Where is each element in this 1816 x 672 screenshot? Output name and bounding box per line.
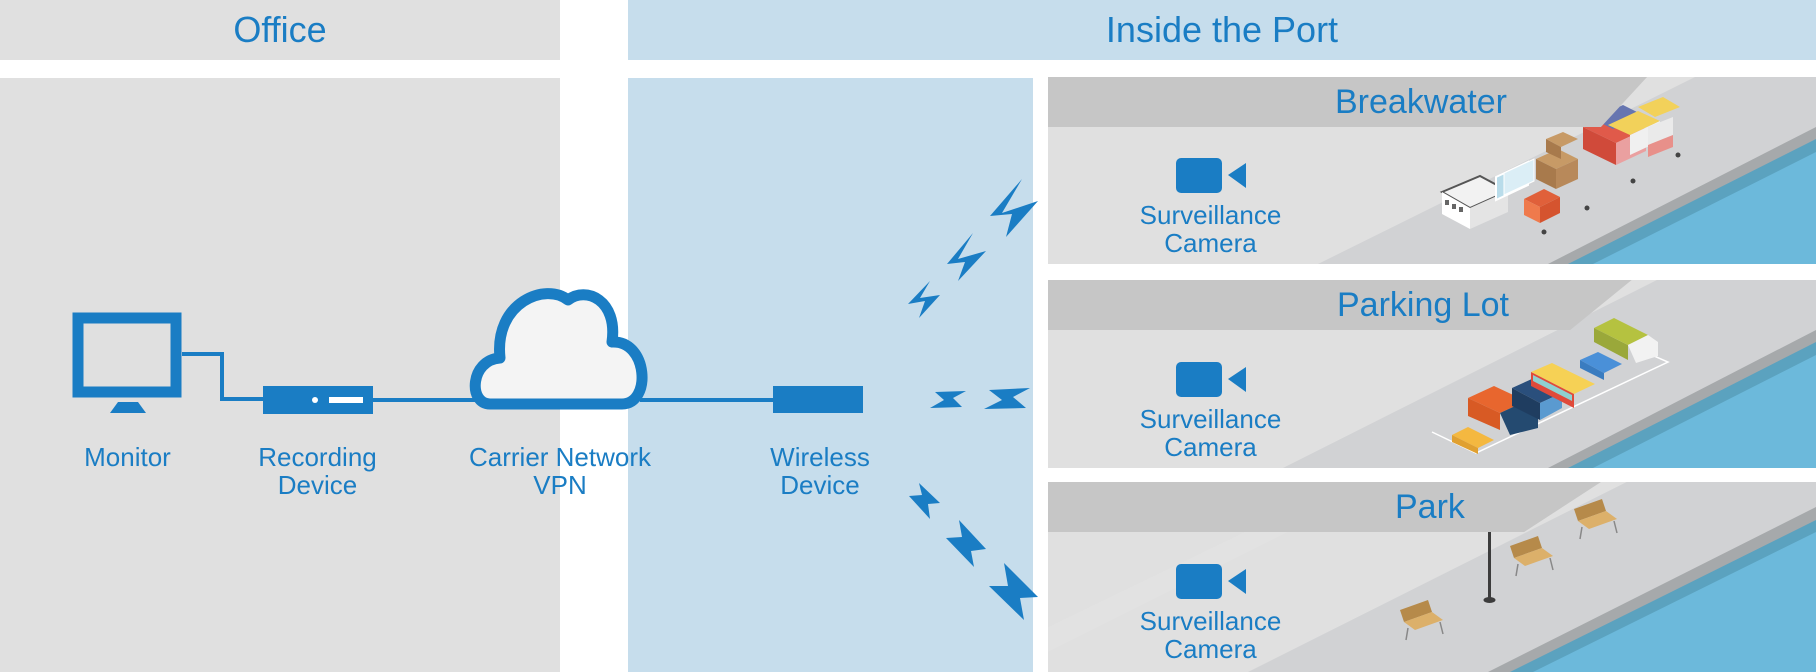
zone-title-bar [1048, 482, 1601, 532]
network-diagram [72, 179, 1100, 620]
bench-icon [1400, 600, 1444, 641]
bench-icon [1510, 536, 1554, 577]
camera-label-line1: Surveillance [1139, 200, 1282, 230]
monitor-cable [182, 352, 265, 401]
zone-title-bar [1048, 77, 1648, 127]
monitor-icon [72, 312, 182, 413]
bolt-icon [946, 520, 986, 567]
yellow-car-icon [1452, 427, 1494, 454]
port-header: Inside the Port [628, 0, 1816, 60]
wireless-signal-down [909, 483, 1038, 620]
carrier-network-label: Carrier Network VPN [440, 443, 680, 499]
van-icon [1512, 378, 1562, 420]
office-header: Office [0, 0, 560, 60]
recording-device-label: Recording Device [230, 443, 405, 499]
zone-title: Park [1395, 488, 1465, 526]
bolt-icon [908, 281, 940, 318]
park-scene [1048, 482, 1816, 672]
zone-title-bar [1048, 280, 1632, 330]
camera-label-line2: Camera [1164, 432, 1257, 462]
video-camera-icon [1176, 362, 1246, 397]
video-camera-icon [1176, 158, 1246, 193]
wireless-device-icon [773, 386, 863, 413]
office-title: Office [233, 9, 327, 50]
bolt-icon [930, 391, 966, 408]
network-label-line2: VPN [533, 470, 587, 500]
camera-label: Surveillance Camera [1108, 201, 1313, 257]
box-truck-icon [1594, 318, 1658, 363]
bolt-icon [984, 388, 1030, 409]
zone-park: Park Surveillance Camera [1048, 482, 1816, 672]
orange-crates-icon [1524, 189, 1560, 223]
camera-label: Surveillance Camera [1108, 607, 1313, 663]
office-panel [0, 78, 560, 672]
bus-icon [1531, 363, 1595, 408]
breakwater-scene [1318, 77, 1816, 264]
bolt-icon [909, 483, 940, 519]
cloud-icon [469, 288, 648, 410]
camera-label-line2: Camera [1164, 228, 1257, 258]
recording-label-line2: Device [277, 470, 358, 500]
wireless-label-line2: Device [780, 470, 860, 500]
camera-label: Surveillance Camera [1108, 405, 1313, 461]
video-camera-icon [1176, 564, 1246, 599]
network-label-line1: Carrier Network [468, 442, 652, 472]
zone-title: Breakwater [1335, 83, 1507, 121]
zone-title: Parking Lot [1337, 286, 1509, 324]
recording-label-line1: Recording [258, 442, 377, 472]
bolt-icon [989, 563, 1038, 620]
monitor-label-text: Monitor [84, 442, 171, 472]
wireless-label-line1: Wireless [770, 442, 870, 472]
camera-label-line1: Surveillance [1139, 404, 1282, 434]
camera-label-line1: Surveillance [1139, 606, 1282, 636]
bolt-icon [990, 179, 1038, 237]
glass-panels-icon [1495, 158, 1535, 202]
bolt-icon [947, 233, 986, 281]
wireless-signal-up [908, 179, 1038, 318]
port-network-panel [628, 78, 1033, 672]
camera-label-line2: Camera [1164, 634, 1257, 664]
parking-lot-scene [1283, 280, 1816, 468]
recording-device-icon [263, 386, 373, 414]
bench-icon [1574, 499, 1618, 540]
zone-breakwater: Breakwater Surveillance Camera [1048, 77, 1816, 264]
monitor-label: Monitor [50, 443, 205, 471]
shipping-containers-icon [1583, 97, 1680, 165]
zone-parking-lot: Parking Lot Surveillance Camera [1048, 280, 1816, 468]
cardboard-boxes-icon [1536, 132, 1578, 189]
port-title: Inside the Port [1105, 9, 1339, 50]
blue-car-icon [1580, 352, 1622, 380]
wireless-device-label: Wireless Device [740, 443, 900, 499]
